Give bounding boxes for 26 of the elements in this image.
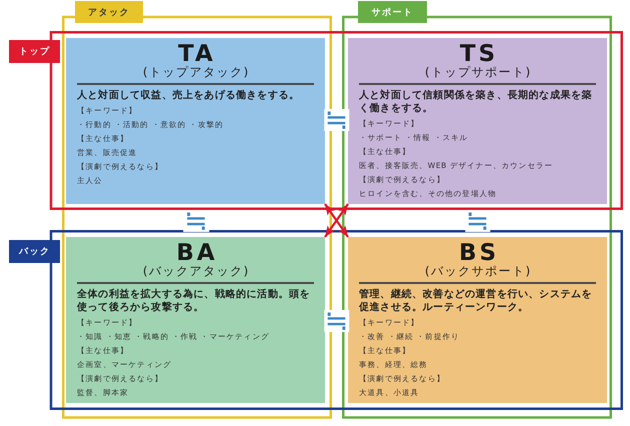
quadrant-subtitle: (バックアタック) bbox=[142, 264, 250, 279]
quadrant-subtitle: (トップアタック) bbox=[142, 65, 250, 80]
quadrant-subtitle: (バックサポート) bbox=[424, 264, 532, 279]
quadrant-card bbox=[348, 237, 607, 403]
approx-equal-sign: ≒ bbox=[464, 210, 490, 232]
band-tab-label: サポート bbox=[358, 1, 427, 23]
quadrant-title: TS bbox=[460, 43, 498, 65]
quadrant-card bbox=[66, 237, 325, 403]
description-text: 人と対面して信頼関係を築き、長期的な成果を築く働きをする。 bbox=[359, 89, 594, 115]
band-tab-label: アタック bbox=[75, 1, 143, 23]
quadrant-title: TA bbox=[178, 43, 216, 65]
quadrant-card bbox=[66, 38, 325, 204]
approx-equal-sign: ≒ bbox=[183, 210, 209, 232]
row-band bbox=[9, 31, 623, 210]
approx-equal-sign: ≒ bbox=[324, 310, 350, 332]
row-band bbox=[9, 230, 623, 410]
description-text: 全体の利益を拡大する為に、戦略的に活動。頭を使って後ろから攻撃する。 bbox=[77, 288, 312, 314]
band-tab-label: バック bbox=[9, 240, 60, 263]
approx-equal-sign: ≒ bbox=[324, 109, 350, 131]
quadrant-title: BS bbox=[458, 242, 500, 264]
description-text: 人と対面して収益、売上をあげる働きをする。 bbox=[77, 89, 300, 102]
quadrant-title: BA bbox=[175, 242, 218, 264]
description-text: 管理、継続、改善などの運営を行い、システムを促進させる。ルーティーンワーク。 bbox=[359, 288, 594, 314]
band-tab-label: トップ bbox=[9, 40, 60, 63]
quadrant-card bbox=[348, 38, 607, 204]
quadrant-subtitle: (トップサポート) bbox=[424, 65, 532, 80]
